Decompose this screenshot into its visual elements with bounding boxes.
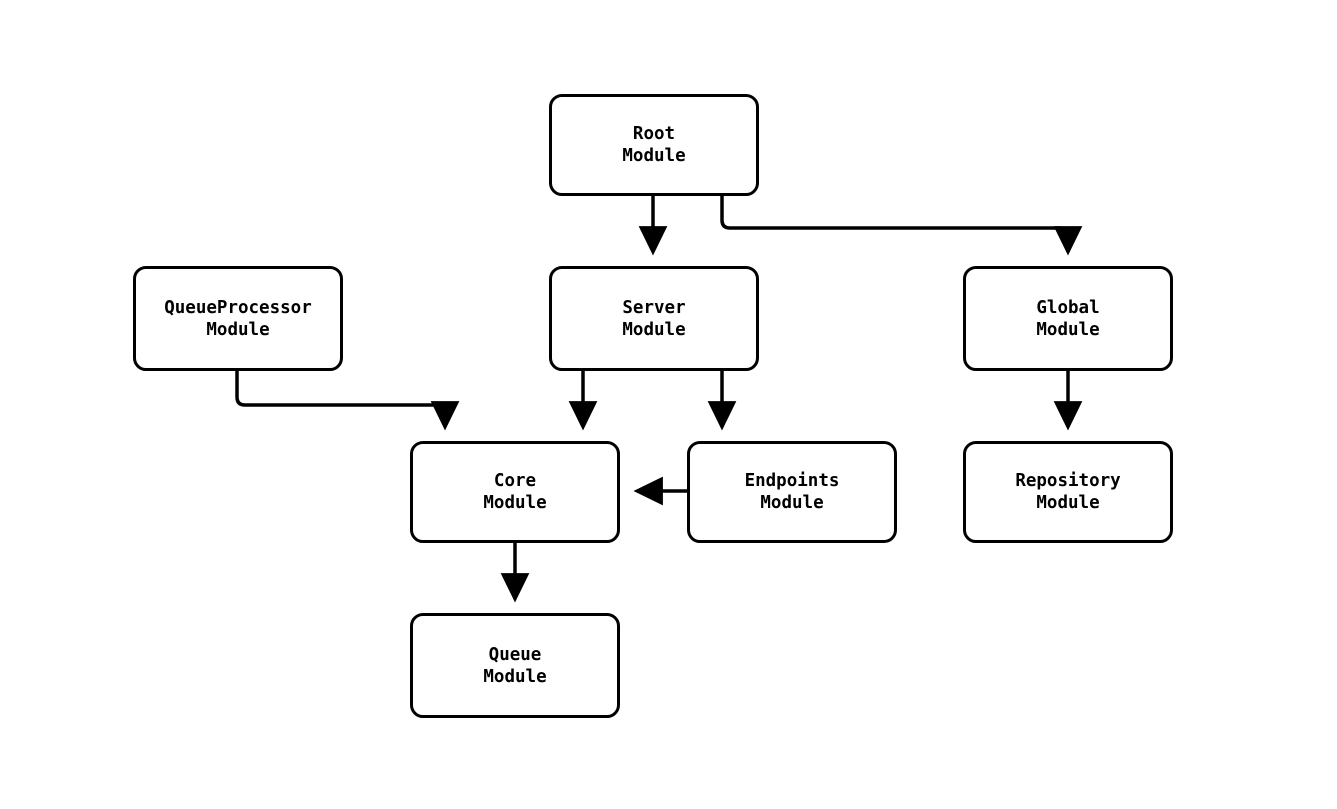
node-core-module[interactable]: Core Module bbox=[410, 441, 620, 543]
node-label-server-line2: Module bbox=[622, 319, 686, 340]
node-label-repository-line2: Module bbox=[1036, 493, 1100, 513]
node-label-repository-line1: Repository bbox=[1015, 471, 1121, 491]
node-queue-module[interactable]: Queue Module bbox=[410, 613, 620, 718]
node-label-global-line2: Module bbox=[1036, 319, 1100, 340]
node-label-queue-line1: Queue bbox=[488, 644, 542, 665]
node-repository-module[interactable]: Repository Module bbox=[963, 441, 1173, 543]
node-label-root-line2: Module bbox=[622, 146, 686, 166]
node-label-global-line1: Global bbox=[1036, 297, 1100, 318]
node-label-endpoints-line2: Module bbox=[760, 493, 824, 513]
node-label-queueprocessor-line2: Module bbox=[206, 319, 270, 340]
edge-queueprocessor-to-core bbox=[235, 371, 460, 431]
node-label-core-line2: Module bbox=[483, 493, 547, 513]
node-root-module[interactable]: Root Module bbox=[549, 94, 759, 196]
node-endpoints-module[interactable]: Endpoints Module bbox=[687, 441, 897, 543]
edge-root-to-global bbox=[720, 196, 1083, 256]
node-label-endpoints-line1: Endpoints bbox=[744, 471, 840, 491]
node-server-module[interactable]: Server Module bbox=[549, 266, 759, 371]
node-queueprocessor-module[interactable]: QueueProcessor Module bbox=[133, 266, 343, 371]
node-label-root-line1: Root bbox=[632, 124, 676, 144]
node-label-core-line1: Core bbox=[493, 471, 537, 491]
node-label-queueprocessor-line1: QueueProcessor bbox=[164, 297, 312, 318]
node-label-server-line1: Server bbox=[622, 297, 686, 318]
node-global-module[interactable]: Global Module bbox=[963, 266, 1173, 371]
node-label-queue-line2: Module bbox=[483, 666, 547, 687]
